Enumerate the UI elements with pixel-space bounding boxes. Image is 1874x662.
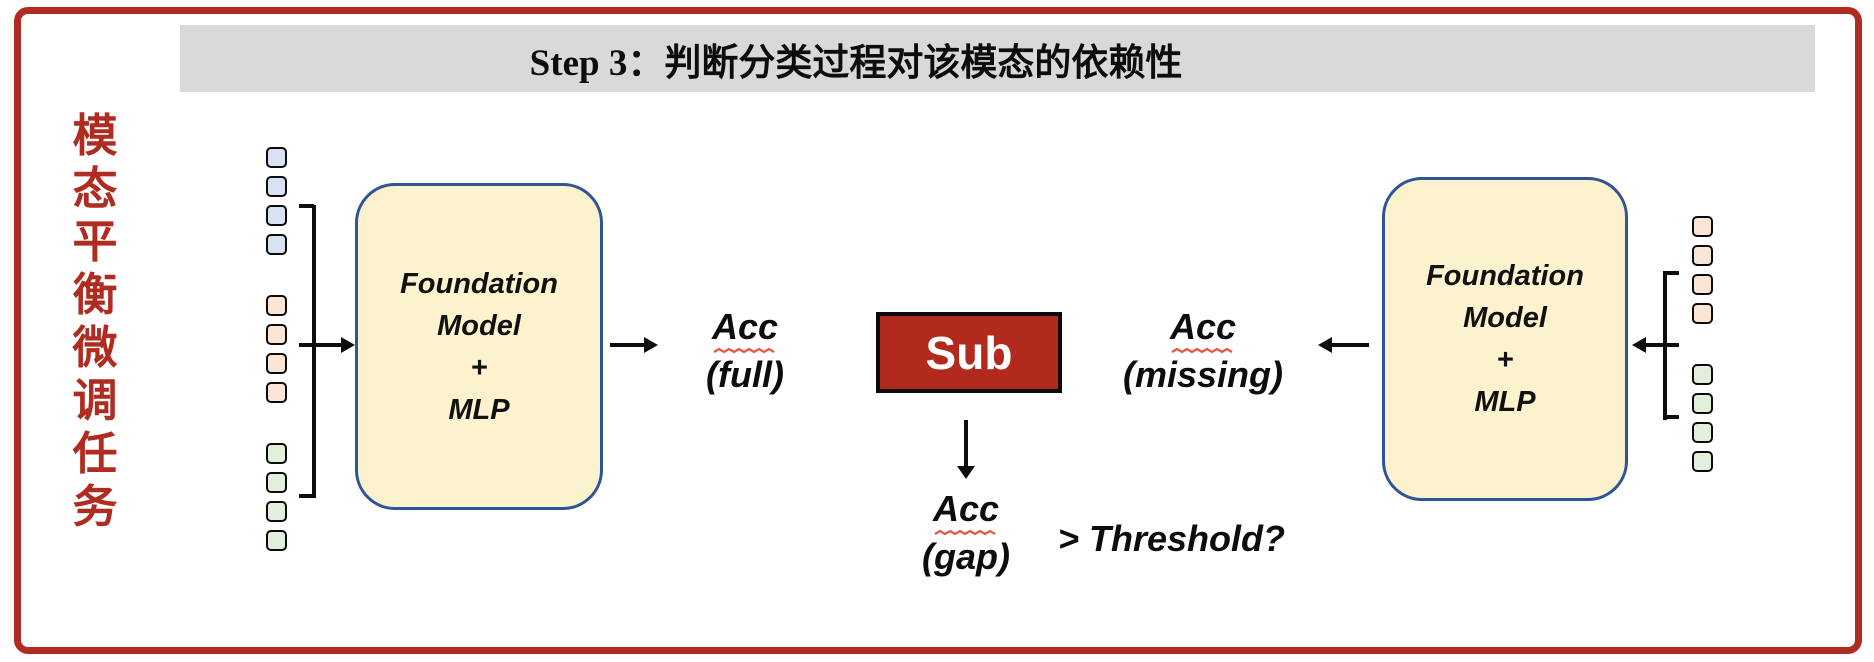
wavy-underline-icon — [1171, 347, 1233, 354]
blue-modality-token — [266, 234, 287, 255]
blue-modality-token — [266, 176, 287, 197]
blue-token-group — [266, 147, 287, 255]
sub-label: Sub — [925, 326, 1013, 379]
model-line: MLP — [1474, 386, 1536, 418]
foundation-model-right: Foundation Model + MLP — [1382, 177, 1628, 501]
foundation-model-left: Foundation Model + MLP — [355, 183, 603, 510]
peach-modality-token — [1692, 245, 1713, 266]
gap-arrow-shaft — [964, 420, 968, 468]
green-modality-token — [1692, 422, 1713, 443]
task-vertical-label: 模态平衡微调任务 — [66, 110, 124, 534]
model-line: Foundation — [400, 267, 558, 300]
model-line: Foundation — [1426, 260, 1584, 292]
model-line: MLP — [448, 393, 510, 426]
model-line: + — [1496, 344, 1514, 376]
acc-full-arrow-head-icon — [644, 337, 658, 353]
model-line: + — [470, 351, 488, 384]
right-bracket-top-tick — [1663, 271, 1679, 275]
green-modality-token — [266, 443, 287, 464]
acc-gap-name: Acc — [932, 488, 1000, 529]
green-modality-token — [1692, 364, 1713, 385]
vertical-label-char: 务 — [72, 482, 118, 532]
right-token-column — [1692, 216, 1713, 472]
acc-gap-label: Acc (gap) — [896, 490, 1036, 576]
green-token-group — [1692, 364, 1713, 472]
vertical-label-char: 衡 — [72, 270, 118, 320]
green-modality-token — [1692, 451, 1713, 472]
peach-token-group — [266, 295, 287, 403]
left-bracket-top-tick — [299, 204, 314, 208]
left-input-arrow-shaft — [299, 343, 341, 347]
vertical-label-char: 模 — [72, 111, 118, 161]
acc-missing-arrow-shaft — [1331, 343, 1369, 347]
left-token-column — [266, 147, 287, 551]
peach-token-group — [1692, 216, 1713, 324]
wavy-underline-icon — [713, 347, 775, 354]
vertical-label-char: 态 — [72, 164, 118, 214]
vertical-label-char: 微 — [72, 323, 118, 373]
sub-operator-box: Sub — [876, 312, 1062, 393]
acc-gap-qualifier: (gap) — [922, 536, 1010, 577]
step-title-bar: Step 3：判断分类过程对该模态的依赖性 — [180, 25, 1815, 92]
right-bracket-bottom-tick — [1663, 415, 1679, 419]
acc-full-name: Acc — [711, 306, 779, 347]
green-modality-token — [266, 472, 287, 493]
green-modality-token — [266, 530, 287, 551]
model-line: Model — [437, 309, 521, 342]
model-line: Model — [1463, 302, 1547, 334]
blue-modality-token — [266, 205, 287, 226]
acc-full-qualifier: (full) — [706, 354, 784, 395]
green-modality-token — [1692, 393, 1713, 414]
left-bracket-line — [312, 205, 316, 498]
step-title: Step 3：判断分类过程对该模态的依赖性 — [529, 42, 1183, 84]
peach-modality-token — [266, 295, 287, 316]
vertical-label-char: 平 — [72, 217, 118, 267]
right-bracket-line — [1663, 272, 1667, 420]
gap-arrow-head-icon — [957, 466, 975, 479]
vertical-label-char: 调 — [72, 376, 118, 426]
acc-missing-name: Acc — [1169, 306, 1237, 347]
peach-modality-token — [266, 382, 287, 403]
peach-modality-token — [1692, 274, 1713, 295]
acc-missing-label: Acc (missing) — [1113, 308, 1293, 394]
right-input-arrow-shaft — [1645, 343, 1679, 347]
threshold-question: > Threshold? — [1058, 518, 1286, 559]
outer-frame — [14, 7, 1862, 654]
peach-modality-token — [266, 324, 287, 345]
peach-modality-token — [1692, 216, 1713, 237]
left-input-arrow-head-icon — [341, 337, 355, 353]
blue-modality-token — [266, 147, 287, 168]
peach-modality-token — [1692, 303, 1713, 324]
vertical-label-char: 任 — [72, 429, 118, 479]
peach-modality-token — [266, 353, 287, 374]
acc-full-arrow-shaft — [610, 343, 646, 347]
green-modality-token — [266, 501, 287, 522]
acc-missing-qualifier: (missing) — [1122, 354, 1283, 395]
green-token-group — [266, 443, 287, 551]
left-bracket-bottom-tick — [299, 494, 314, 498]
right-input-arrow-head-icon — [1632, 337, 1646, 353]
wavy-underline-icon — [934, 529, 996, 536]
acc-missing-arrow-head-icon — [1318, 337, 1332, 353]
acc-full-label: Acc (full) — [675, 308, 815, 394]
